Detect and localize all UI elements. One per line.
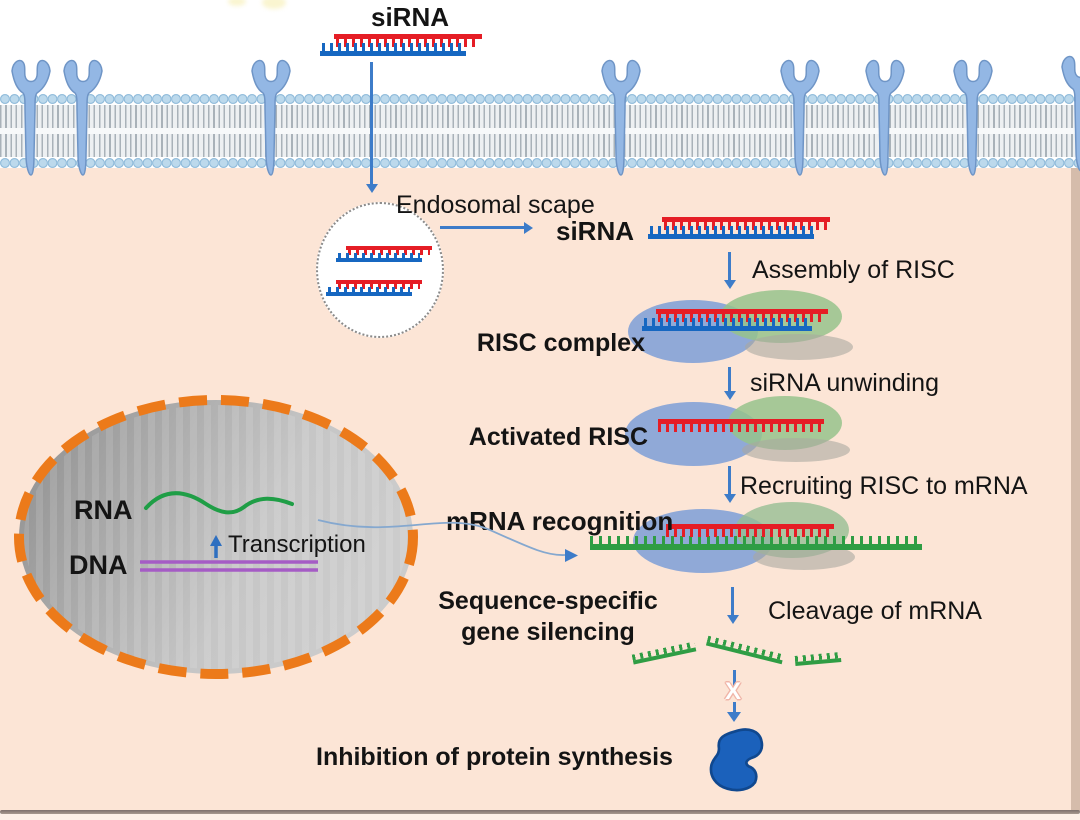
receptor-icon	[251, 59, 291, 176]
receptor-icon	[601, 59, 641, 176]
activated-risc-group	[618, 394, 868, 472]
unwinding-arrow	[728, 367, 731, 391]
blocked-x-mark: X	[725, 678, 742, 705]
transcription-arrowhead-icon	[210, 535, 222, 546]
assembly-label: Assembly of RISC	[752, 256, 955, 284]
cropped-artifact	[262, 0, 286, 9]
nucleus	[14, 395, 418, 679]
cleavage-arrow	[731, 587, 734, 615]
release-arrow	[440, 226, 524, 229]
lipid-heads-outer	[0, 93, 1080, 105]
endosome-sirna-duplex	[326, 280, 422, 296]
guide-strand	[658, 419, 824, 432]
dna-label: DNA	[69, 550, 128, 580]
released-sirna-duplex	[648, 217, 830, 239]
cell-wall-right	[1071, 168, 1080, 811]
guide-strand	[666, 524, 834, 537]
blocked-arrow-lower	[733, 702, 736, 713]
mrna-recognition-group	[585, 498, 930, 578]
assembly-arrow	[728, 252, 731, 280]
sirna-title: siRNA	[370, 2, 449, 32]
receptor-icon	[953, 59, 993, 176]
cropped-artifact	[228, 0, 246, 6]
receptor-icon	[780, 59, 820, 176]
receptor-icon	[11, 59, 51, 176]
entry-arrow	[370, 62, 373, 184]
receptor-icon	[1061, 55, 1080, 172]
rna-strand	[144, 491, 294, 515]
recruiting-arrow	[728, 466, 731, 494]
gene-silencing-label: Sequence-specific gene silencing	[412, 586, 684, 648]
transcription-label: Transcription	[228, 531, 366, 558]
endosome-sirna-duplex	[336, 246, 432, 262]
dna-strand	[140, 560, 318, 572]
risc-sirna-duplex	[642, 309, 828, 331]
risc-shadow	[745, 334, 853, 360]
lipid-heads-inner	[0, 157, 1080, 169]
receptor-icon	[865, 59, 905, 176]
gene-silencing-line2: gene silencing	[461, 618, 635, 646]
rna-label: RNA	[74, 495, 133, 525]
export-curve-arrow	[317, 519, 578, 562]
plasma-membrane	[0, 93, 1080, 169]
blocked-arrow-upper	[733, 670, 736, 686]
cleavage-label: Cleavage of mRNA	[768, 597, 982, 625]
mrna-recognition-label: mRNA recognition	[446, 506, 674, 536]
lipid-tails	[0, 105, 1080, 157]
released-sirna-label: siRNA	[556, 216, 635, 246]
inhibition-label: Inhibition of protein synthesis	[316, 743, 673, 771]
mrna-strand	[590, 536, 922, 550]
risc-complex-group	[620, 288, 870, 366]
protein-blob	[709, 728, 764, 792]
endosomal-escape-label: Endosomal scape	[396, 191, 595, 219]
cell-wall-bottom	[0, 810, 1080, 814]
receptor-icon	[63, 59, 103, 176]
blocked-arrowhead	[727, 712, 741, 729]
risc-complex-label: RISC complex	[476, 329, 645, 357]
extracellular-bottom-strip	[0, 814, 1080, 820]
risc-shadow	[742, 438, 850, 462]
recruiting-label: Recruiting RISC to mRNA	[740, 472, 1028, 500]
gene-silencing-line1: Sequence-specific	[438, 587, 658, 615]
sirna-duplex	[320, 34, 482, 56]
unwinding-label: siRNA unwinding	[750, 369, 939, 397]
endosome	[316, 202, 444, 338]
activated-risc-label: Activated RISC	[468, 423, 648, 451]
